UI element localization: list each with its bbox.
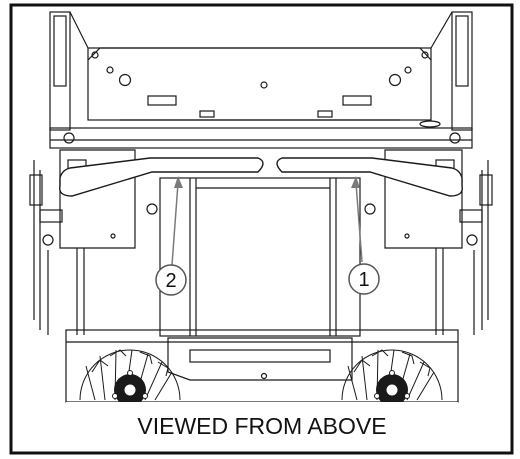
left-fan-drawing xyxy=(79,349,181,406)
right-handle-bar xyxy=(276,157,463,197)
callout-2-leader xyxy=(171,182,179,266)
callout-2-number: 2 xyxy=(165,270,176,292)
callout-1-number: 1 xyxy=(358,269,369,291)
right-fan-drawing xyxy=(341,349,443,406)
figure-frame xyxy=(9,3,514,455)
machine-frame-drawing xyxy=(29,11,493,403)
caption: VIEWED FROM ABOVE xyxy=(137,413,386,439)
callout-2: 2 xyxy=(155,264,187,296)
callout-1-arrowhead xyxy=(351,176,360,188)
callout-1-leader xyxy=(355,182,363,263)
callout-2-arrowhead xyxy=(174,176,183,188)
callout-1: 1 xyxy=(348,263,380,295)
left-handle-bar xyxy=(59,157,264,197)
caption-box xyxy=(66,402,458,447)
